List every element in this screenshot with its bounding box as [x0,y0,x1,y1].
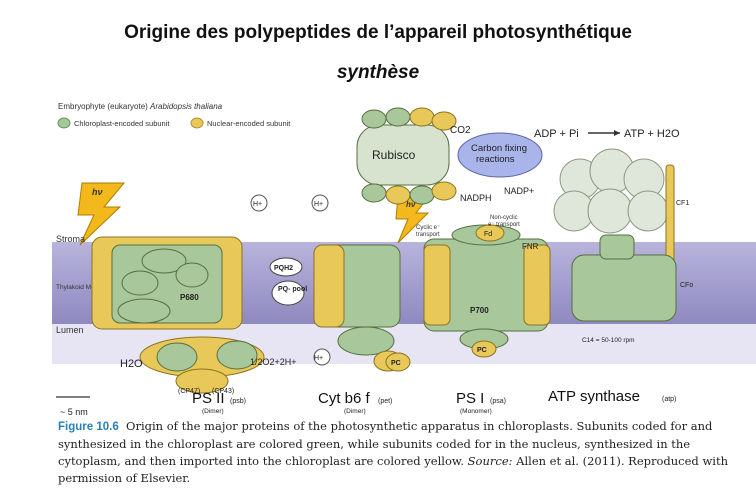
cytb6f-gene-label: (pet) [378,398,392,405]
c14-label: C14 = 50-100 rpm [582,337,635,344]
caption-source: Allen et al. (2011). Reproduced with per… [58,454,728,485]
atp-h2o-label: ATP + H2O [624,128,680,140]
cp43-label: (CP43) [212,388,234,395]
proton-label: H+ [314,355,323,362]
atp-synthase-label: ATP synthase [548,388,640,405]
cf1-label: CF1 [676,200,689,207]
proton-label: H+ [314,201,323,208]
ps1-state-label: (Monomer) [460,408,492,415]
cfo-label: CFo [680,282,693,289]
cytb6f-label: Cyt b6 f [318,390,371,407]
ps1-label: PS I [456,390,484,407]
cyclic-transport-label: Cyclic e⁻transport [416,225,440,238]
caption-figure-number: Figure 10.6 [58,421,119,433]
cp47-label: (CP47) [178,388,200,395]
p700-label: P700 [470,306,489,315]
pc-label-ps1: PC [477,347,487,354]
atp-gene-label: (atp) [662,396,676,403]
ps2-gene-label: (psb) [230,398,246,405]
ferredoxin [475,224,505,242]
organism-label: Embryophyte (eukaryote) [58,102,150,111]
caption-text: Origin of the major proteins of the phot… [58,419,713,468]
pqh2-label: PQH2 [274,265,293,272]
rubisco-complex [356,107,457,205]
pc-label: PC [391,360,401,367]
ps1-gene-label: (psa) [490,398,506,405]
stroma-label: Stroma [56,234,85,244]
proton-circle [313,348,331,366]
lumen-label: Lumen [56,325,84,335]
light-bolt-ps2 [77,182,126,246]
fd-label: Fd [484,231,492,238]
hv-label-ps1: hν [406,200,416,209]
fnr-label: FNR [522,242,539,251]
pq-pool-label: PQ- pool [278,286,307,293]
nadph-label: NADPH [460,193,492,203]
pq-pool-node [271,280,305,306]
plastocyanin-lumen [385,352,411,372]
nadp-label: NADP+ [504,186,534,196]
h2o-label: H2O [120,358,143,370]
ps2-complex [91,236,265,394]
membrane-label: Thylakoid Membrane [56,284,117,291]
page-subtitle: synthèse [336,62,420,83]
arrow-head [614,130,620,136]
rubisco-label: Rubisco [372,148,416,162]
pqh2-node [269,257,303,277]
cytb6f-state-label: (Dimer) [344,408,366,415]
proton-label: H+ [253,201,262,208]
figure-diagram: Embryophyte (eukaryote) Arabidopsis thal… [52,102,756,417]
figure-caption: Figure 10.6 Origin of the major proteins… [58,418,748,487]
ps2-state-label: (Dimer) [202,408,224,415]
proton-circle [250,194,268,212]
plastocyanin-ps1 [471,340,497,358]
caption-source-label: Source: [467,454,513,468]
p680-label: P680 [180,293,199,302]
photosynthesis-figure: Embryophyte (eukaryote) Arabidopsis thal… [52,95,756,497]
page-title: Origine des polypeptides de l’appareil p… [124,22,632,43]
svg-text:Embryophyte (eukaryote) Arabid: Embryophyte (eukaryote) Arabidopsis thal… [58,102,223,111]
legend-nuclear-label: Nuclear-encoded subunit [207,119,291,128]
proton-circle [311,194,329,212]
co2-label: CO2 [450,125,471,136]
adp-pi-label: ADP + Pi [534,128,579,140]
hv-label-ps2: hν [92,187,103,197]
legend-nuclear-swatch [190,117,204,129]
o2-reaction-label: 1/2O2+2H+ [250,357,297,367]
organism-species: Arabidopsis thaliana [149,102,223,111]
legend-chloroplast-swatch [57,117,71,129]
carbon-fixing-node [457,132,543,178]
legend-chloroplast-label: Chloroplast-encoded subunit [74,119,170,128]
scale-label: ~ 5 nm [60,407,88,417]
atp-synthase-complex [553,148,677,322]
ps2-label: PS II [192,390,225,407]
